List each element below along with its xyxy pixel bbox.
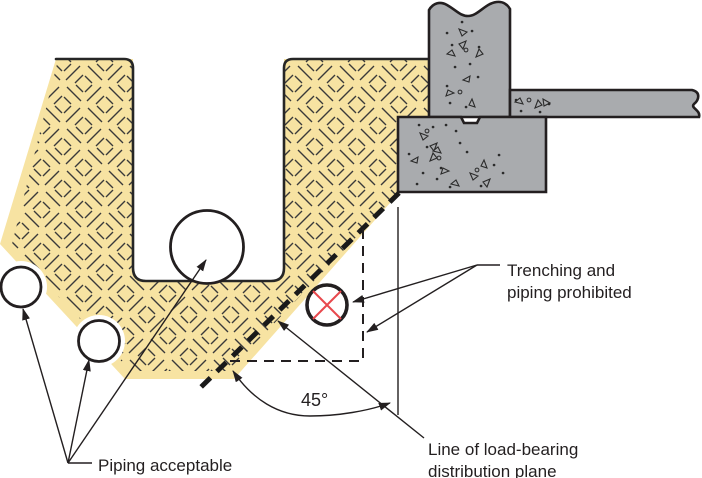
prohibited-pipe-icon [305, 283, 349, 327]
aggregate-speckles [407, 20, 552, 189]
label-piping-acceptable: Piping acceptable [98, 456, 232, 475]
arrow-to-load-bearing-line [277, 320, 425, 439]
floor-slab [508, 88, 701, 119]
angle-arc [232, 370, 391, 417]
arrow-to-pipe-2 [67, 359, 91, 464]
label-trenching-prohibited-line2: piping prohibited [507, 283, 632, 302]
arrow-to-prohibited-pipe [352, 264, 478, 303]
label-load-bearing-line2: distribution plane [428, 462, 557, 478]
arrow-to-trench-pipe [67, 259, 207, 464]
arrow-to-boundary-line [366, 264, 478, 333]
footing [396, 115, 548, 194]
pipe-circle-1 [0, 265, 43, 309]
leader-arrows [22, 259, 500, 464]
foundation-wall [427, 0, 512, 119]
labels: Trenching and piping prohibited Piping a… [98, 261, 632, 478]
trench-pipe-circle [169, 209, 245, 285]
pipes [0, 209, 349, 367]
arrow-to-pipe-1 [22, 308, 69, 464]
pipe-circle-2 [77, 319, 121, 363]
label-angle: 45° [301, 390, 328, 410]
boundary-dashed-line [227, 229, 364, 362]
label-load-bearing-line1: Line of load-bearing [428, 440, 578, 459]
foundation [396, 0, 701, 194]
soil-hatch [11, 60, 429, 371]
load-bearing-dashed-line [195, 191, 401, 393]
label-trenching-prohibited-line1: Trenching and [507, 261, 615, 280]
